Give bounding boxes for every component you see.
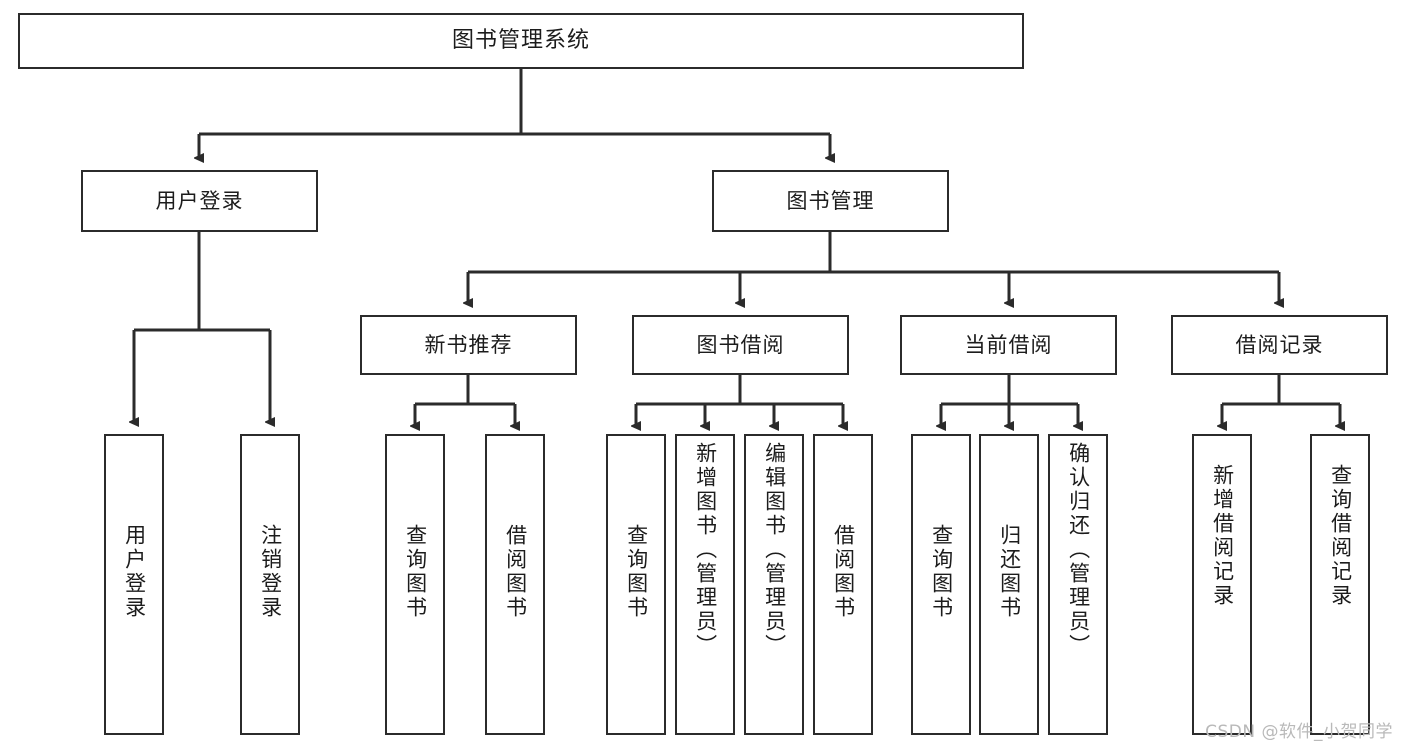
node-leaf-borrow-book-1[interactable]: 借阅图书 <box>485 434 545 735</box>
node-leaf-logout-label: 注销登录 <box>258 524 283 620</box>
node-leaf-user-login-label: 用户登录 <box>122 524 147 620</box>
node-current-borrow[interactable]: 当前借阅 <box>900 315 1117 375</box>
node-leaf-query-book-2[interactable]: 查询图书 <box>606 434 666 735</box>
node-user-login[interactable]: 用户登录 <box>81 170 318 232</box>
node-leaf-edit-book[interactable]: 编辑图书（管理员） <box>744 434 804 735</box>
node-book-manage[interactable]: 图书管理 <box>712 170 949 232</box>
node-leaf-query-book-1[interactable]: 查询图书 <box>385 434 445 735</box>
node-book-manage-label: 图书管理 <box>786 188 875 213</box>
node-leaf-add-book[interactable]: 新增图书（管理员） <box>675 434 735 735</box>
node-leaf-edit-book-label: 编辑图书（管理员） <box>762 442 787 658</box>
node-new-book-rec-label: 新书推荐 <box>424 332 513 357</box>
node-leaf-confirm-return-label: 确认归还（管理员） <box>1066 442 1091 658</box>
node-leaf-query-book-2-label: 查询图书 <box>624 524 649 620</box>
node-user-login-label: 用户登录 <box>155 188 244 213</box>
node-leaf-query-book-3[interactable]: 查询图书 <box>911 434 971 735</box>
node-leaf-query-book-3-label: 查询图书 <box>929 524 954 620</box>
node-root[interactable]: 图书管理系统 <box>18 13 1024 69</box>
node-book-borrow[interactable]: 图书借阅 <box>632 315 849 375</box>
node-leaf-user-login[interactable]: 用户登录 <box>104 434 164 735</box>
node-borrow-record-label: 借阅记录 <box>1235 332 1324 357</box>
node-leaf-return-book[interactable]: 归还图书 <box>979 434 1039 735</box>
node-leaf-add-book-label: 新增图书（管理员） <box>693 442 718 658</box>
node-leaf-borrow-book-2[interactable]: 借阅图书 <box>813 434 873 735</box>
node-leaf-logout[interactable]: 注销登录 <box>240 434 300 735</box>
node-root-label: 图书管理系统 <box>451 28 590 54</box>
node-borrow-record[interactable]: 借阅记录 <box>1171 315 1388 375</box>
node-leaf-confirm-return[interactable]: 确认归还（管理员） <box>1048 434 1108 735</box>
node-leaf-borrow-book-2-label: 借阅图书 <box>831 524 856 620</box>
node-current-borrow-label: 当前借阅 <box>964 332 1053 357</box>
node-leaf-add-record[interactable]: 新增借阅记录 <box>1192 434 1252 735</box>
node-leaf-query-record-label: 查询借阅记录 <box>1328 464 1353 608</box>
node-book-borrow-label: 图书借阅 <box>696 332 785 357</box>
node-leaf-borrow-book-1-label: 借阅图书 <box>503 524 528 620</box>
node-leaf-return-book-label: 归还图书 <box>997 524 1022 620</box>
node-leaf-query-record[interactable]: 查询借阅记录 <box>1310 434 1370 735</box>
csdn-watermark: CSDN @软件_小贺同学 <box>1205 722 1393 742</box>
node-leaf-add-record-label: 新增借阅记录 <box>1210 464 1235 608</box>
node-leaf-query-book-1-label: 查询图书 <box>403 524 428 620</box>
node-new-book-rec[interactable]: 新书推荐 <box>360 315 577 375</box>
